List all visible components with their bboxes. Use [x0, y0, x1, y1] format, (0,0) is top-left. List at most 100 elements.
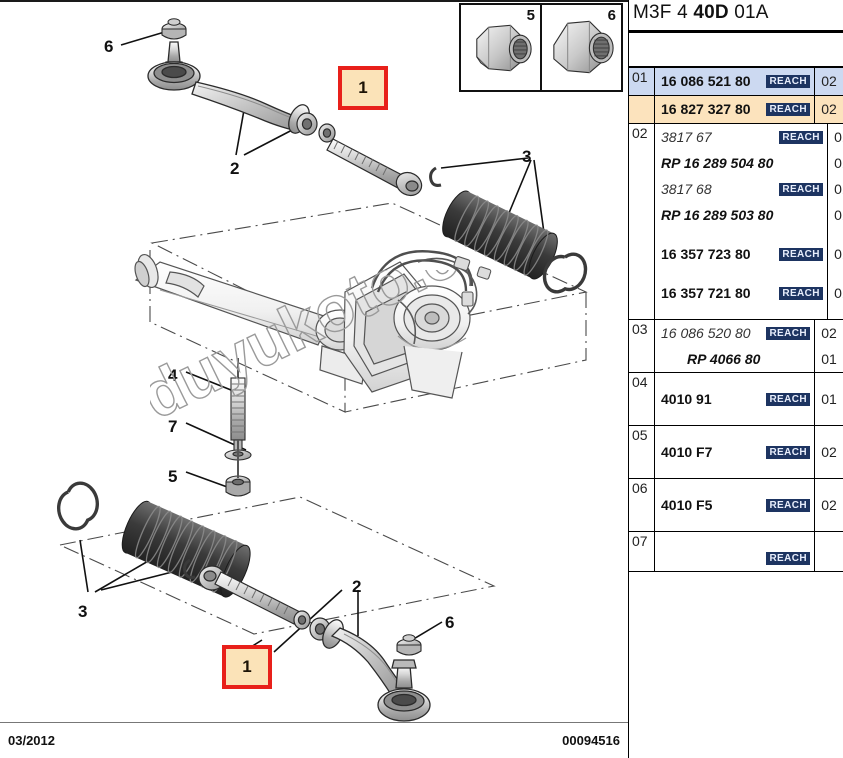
quantity-value: 02 [821, 101, 837, 117]
row-quantities: 02 [815, 479, 843, 531]
row-index: 04 [629, 373, 655, 425]
table-row[interactable]: 05 4010 F7 REACH 02 [629, 426, 843, 479]
quantity-value: 01 [834, 246, 843, 262]
part-number: 16 086 520 80 [661, 325, 751, 341]
quantity-value [815, 532, 843, 545]
row-part-numbers: REACH [655, 532, 815, 571]
callout-5: 5 [168, 467, 178, 486]
part-line: REACH [655, 545, 814, 571]
reach-badge: REACH [766, 102, 810, 116]
row-index: 05 [629, 426, 655, 478]
reach-badge: REACH [766, 74, 810, 88]
row-index: 07 [629, 532, 655, 571]
callout-1-top-label: 1 [358, 78, 368, 97]
callout-1-bottom-highlight[interactable]: 1 [222, 645, 272, 689]
callout-6-top: 6 [104, 37, 114, 56]
quantity-value [828, 228, 843, 241]
part-line-spacer [655, 479, 814, 492]
footer-code: 00094516 [562, 733, 620, 748]
part-line: 4010 91 REACH [655, 386, 814, 412]
row-quantities: 02 [815, 96, 843, 123]
table-row[interactable]: 04 4010 91 REACH 01 [629, 373, 843, 426]
page-title: M3F 4 40D 01A [629, 0, 843, 30]
part-number: 16 357 723 80 [661, 246, 751, 262]
callout-2-top: 2 [230, 159, 240, 178]
callout-1-bottom-label: 1 [242, 657, 252, 676]
detail-inset-6: 6 [542, 5, 621, 90]
row-quantities: 01 [815, 373, 843, 425]
quantity-value [815, 518, 843, 531]
quantity-value: 01 [834, 155, 843, 171]
nut-detail-6-art [553, 20, 614, 74]
callout-3-right: 3 [522, 147, 532, 166]
quantity-value: 01 [834, 207, 843, 223]
part-line-spacer [655, 412, 814, 425]
page-title-prefix: M3F 4 [633, 2, 694, 23]
detail-inset-6-number: 6 [607, 7, 616, 24]
reach-badge: REACH [766, 326, 810, 340]
reach-badge: REACH [766, 551, 810, 565]
part-number: RP 16 289 504 80 [661, 155, 774, 171]
callout-2-bottom: 2 [352, 577, 362, 596]
quantity-value [815, 426, 843, 439]
row-index: 01 [629, 68, 655, 95]
reach-badge: REACH [766, 445, 810, 459]
quantity-value: 01 [821, 391, 837, 407]
quantity-value [815, 412, 843, 425]
part-number: RP 4066 80 [687, 351, 761, 367]
part-line-spacer [655, 267, 827, 280]
part-line-spacer [655, 426, 814, 439]
row-index: 03 [629, 320, 655, 372]
part-number: RP 16 289 503 80 [661, 207, 774, 223]
quantity-value [815, 479, 843, 492]
detail-inset-group: 5 [459, 3, 623, 92]
quantity-value [815, 465, 843, 478]
quantity-value: 01 [834, 181, 843, 197]
callout-1-top-highlight[interactable]: 1 [338, 66, 388, 110]
row-part-numbers: 4010 F7 REACH [655, 426, 815, 478]
reach-badge: REACH [779, 247, 823, 261]
callout-7: 7 [168, 417, 178, 436]
page-title-suffix: 01A [728, 2, 769, 23]
quantity-value [828, 267, 843, 280]
detail-inset-5-number: 5 [526, 7, 535, 24]
footer-date: 03/2012 [8, 733, 55, 748]
reach-badge: REACH [766, 392, 810, 406]
row-index [629, 96, 655, 123]
row-quantities: 010101010101 [828, 124, 843, 319]
quantity-value: 01 [834, 285, 843, 301]
table-row[interactable]: 07 REACH [629, 532, 843, 572]
part-number: 4010 91 [661, 391, 712, 407]
detail-inset-5: 5 [461, 5, 542, 90]
reach-badge: REACH [779, 286, 823, 300]
row-quantities [815, 532, 843, 571]
part-line-spacer [655, 465, 814, 478]
part-line-spacer [655, 373, 814, 386]
part-number: 16 357 721 80 [661, 285, 751, 301]
reach-badge: REACH [779, 130, 823, 144]
callout-4: 4 [168, 366, 178, 385]
exploded-view-diagram: 5 [0, 0, 628, 748]
row-quantities: 02 [815, 68, 843, 95]
part-number: 4010 F7 [661, 444, 713, 460]
table-header-band [629, 30, 843, 68]
row-quantities: 02 [815, 426, 843, 478]
